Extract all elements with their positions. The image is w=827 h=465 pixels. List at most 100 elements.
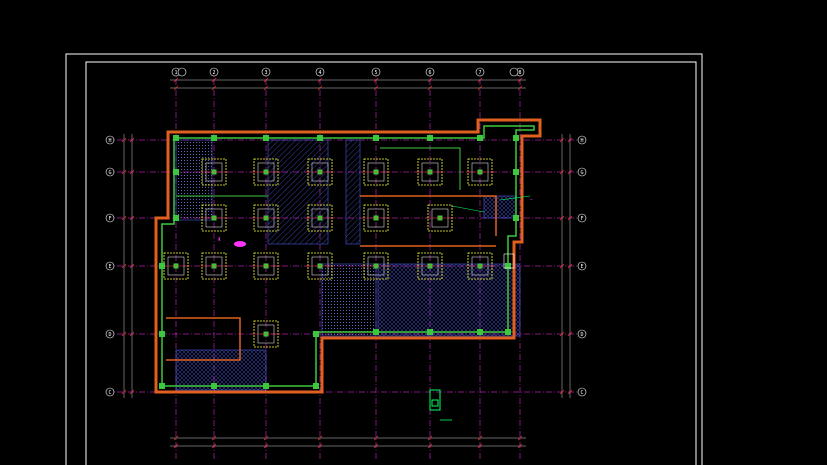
dim-tick	[373, 85, 379, 91]
dim-tick	[129, 169, 135, 175]
leader-1	[499, 195, 531, 201]
wall-column	[477, 329, 483, 335]
sheet-border-inner	[85, 61, 697, 465]
dim-tick	[173, 435, 179, 441]
grid-bubble-top	[315, 67, 325, 77]
wall-column	[373, 329, 379, 335]
callout-right: …	[530, 196, 533, 201]
dim-tick	[121, 389, 127, 395]
footing	[162, 252, 190, 280]
dim-tick	[173, 443, 179, 449]
dim-tick	[129, 331, 135, 337]
footing	[362, 158, 390, 186]
wall-column	[211, 383, 217, 389]
dim-tick	[263, 77, 269, 83]
outer-wall	[154, 118, 542, 394]
dim-tick	[121, 215, 127, 221]
dim-tick	[559, 215, 565, 221]
dim-tick	[129, 263, 135, 269]
grid-label-top: 4	[318, 70, 321, 76]
wall-column	[427, 135, 433, 141]
dim-tick	[477, 435, 483, 441]
grid-bubble-right	[577, 135, 587, 145]
dim-tick	[427, 77, 433, 83]
sheet-border-outer	[65, 53, 703, 465]
grid-bubble-right	[577, 213, 587, 223]
grid-label-right: D	[580, 332, 583, 338]
wall-column	[159, 331, 165, 337]
grid-label-right: F	[580, 216, 583, 222]
dim-tick	[567, 263, 573, 269]
hatch-zone-stair	[267, 139, 329, 245]
dim-tick	[121, 137, 127, 143]
grid-label-top: 8	[518, 70, 521, 76]
grid-label-right: H	[580, 138, 583, 144]
wall-columns	[159, 135, 519, 389]
footing	[252, 320, 280, 348]
hatch-zone-bottom-left	[175, 349, 267, 391]
ucs-icon	[429, 389, 452, 421]
column-footings	[162, 158, 494, 348]
dim-tick	[263, 443, 269, 449]
wall-column	[173, 169, 179, 175]
footing	[252, 204, 280, 232]
dim-tick	[517, 77, 523, 83]
wall-column	[313, 331, 319, 337]
grid-bubble-right	[577, 329, 587, 339]
dimension-lines	[121, 77, 573, 449]
wall-column	[159, 383, 165, 389]
wall-column	[211, 135, 217, 141]
grid-bubble-top	[209, 67, 219, 77]
dim-tick	[373, 77, 379, 83]
inner-partition-5	[380, 147, 461, 190]
grid-label-top: 3	[264, 70, 267, 76]
footing	[362, 204, 390, 232]
dim-tick	[129, 137, 135, 143]
dim-tick	[477, 85, 483, 91]
grid-bubble-top	[475, 67, 485, 77]
footing	[426, 204, 454, 232]
grid-label-left: F	[108, 216, 111, 222]
dim-tick	[559, 389, 565, 395]
grid-label-left: H	[108, 138, 111, 144]
grid-label-right: G	[580, 170, 583, 176]
grid-bubble-top-extra	[509, 67, 519, 77]
footing	[416, 252, 444, 280]
grid-bubble-right	[577, 261, 587, 271]
grid-bubble-top-extra	[177, 67, 187, 77]
grid-bubble-left	[105, 329, 115, 339]
dim-tick	[567, 137, 573, 143]
wall-column	[513, 135, 519, 141]
hatch-zones	[175, 139, 521, 391]
dim-tick	[173, 77, 179, 83]
dim-tick	[129, 215, 135, 221]
leader-2	[451, 205, 485, 213]
footing	[416, 158, 444, 186]
dim-tick	[211, 77, 217, 83]
wall-column	[513, 215, 519, 221]
dim-tick	[317, 85, 323, 91]
wall-column	[263, 135, 269, 141]
dim-tick	[317, 443, 323, 449]
grid-bubble-left	[105, 213, 115, 223]
dim-tick	[173, 85, 179, 91]
grid-bubble-left	[105, 135, 115, 145]
dim-tick	[567, 215, 573, 221]
grid-label-left: C	[108, 390, 111, 396]
wall-column	[477, 135, 483, 141]
grid-bubble-right	[577, 167, 587, 177]
dim-tick	[129, 389, 135, 395]
wall-column	[173, 215, 179, 221]
footing	[200, 158, 228, 186]
dim-tick	[567, 169, 573, 175]
dim-tick	[427, 85, 433, 91]
dim-tick	[263, 435, 269, 441]
marker-magenta	[234, 241, 246, 247]
hatch-zone-left	[175, 139, 213, 221]
hatch-zone-shaft	[345, 139, 361, 245]
inner-wall	[161, 125, 535, 387]
footing	[306, 252, 334, 280]
grid-bubble-left	[105, 387, 115, 397]
